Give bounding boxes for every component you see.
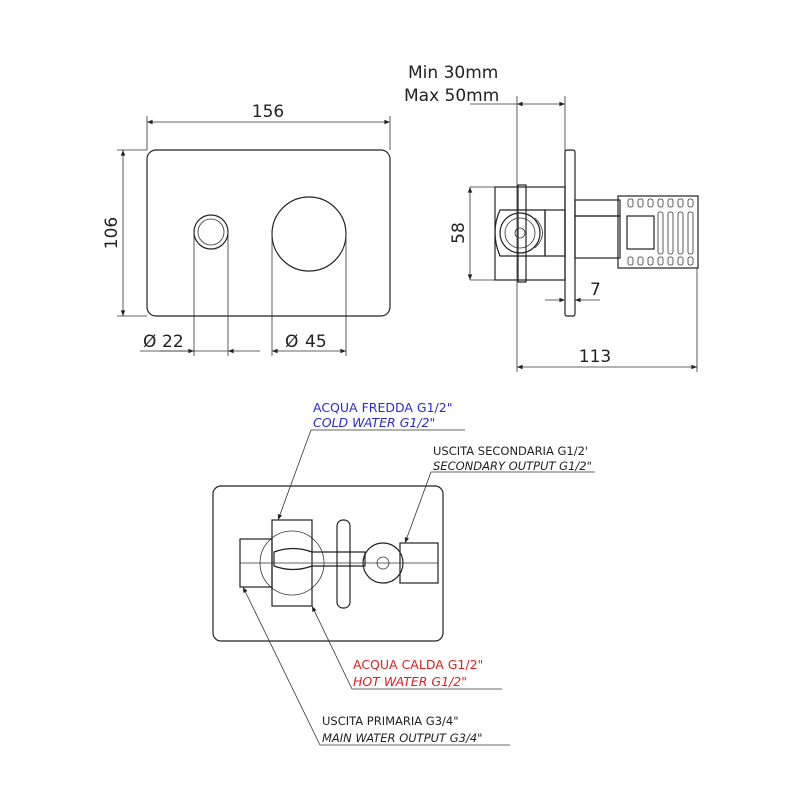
rear-view [212, 485, 444, 642]
wall-flange [564, 149, 576, 317]
dim-depth-max: Max 50mm [404, 86, 499, 106]
dim-width: 156 [252, 102, 284, 122]
front-view: 156 106 Ø 22 Ø 45 [102, 102, 391, 356]
label-hot-en: HOT WATER G1/2" [353, 674, 467, 689]
label-cold-en: COLD WATER G1/2" [313, 415, 435, 430]
label-hot-it: ACQUA CALDA G1/2" [353, 657, 483, 672]
label-secondary-en: SECONDARY OUTPUT G1/2" [433, 459, 592, 473]
callouts: ACQUA FREDDA G1/2" COLD WATER G1/2" USCI… [242, 400, 595, 746]
cover-plate [146, 149, 391, 317]
label-cold-it: ACQUA FREDDA G1/2" [313, 400, 452, 415]
dim-plate-thickness: 7 [590, 280, 601, 300]
dim-height: 106 [102, 217, 122, 249]
diameter-symbol: Ø [285, 332, 298, 352]
dim-small-knob: 22 [162, 332, 184, 352]
large-knob [271, 196, 347, 272]
cartridge-grille [617, 195, 699, 269]
dim-total-depth: 113 [579, 347, 611, 367]
dim-body-height: 58 [449, 222, 469, 244]
dim-depth-min: Min 30mm [408, 63, 498, 83]
label-main-it: USCITA PRIMARIA G3/4" [322, 714, 459, 728]
grille-slots [627, 198, 694, 266]
side-view: Min 30mm Max 50mm 58 7 113 [404, 63, 699, 372]
dim-large-knob: 45 [305, 332, 327, 352]
label-secondary-it: USCITA SECONDARIA G1/2' [433, 444, 588, 458]
label-main-en: MAIN WATER OUTPUT G3/4" [322, 731, 482, 745]
small-knob [193, 214, 229, 250]
diameter-symbol: Ø [143, 332, 156, 352]
rear-plate [212, 485, 444, 642]
